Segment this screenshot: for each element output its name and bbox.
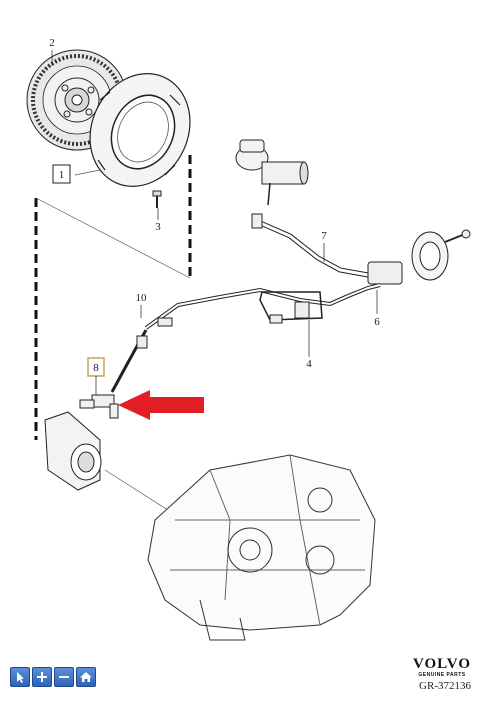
clutch-slave-cylinder <box>367 229 471 285</box>
callout-6[interactable]: 6 <box>374 290 380 328</box>
pressure-plate <box>89 73 191 187</box>
thin-leaders <box>35 169 216 541</box>
svg-text:6: 6 <box>374 316 380 328</box>
minus-icon <box>59 676 69 678</box>
hydraulic-hose-7 <box>251 213 369 278</box>
zoom-in-button[interactable] <box>32 667 52 687</box>
callout-3[interactable]: 3 <box>155 208 161 233</box>
concentric-slave-cylinder <box>44 411 102 491</box>
callout-7[interactable]: 7 <box>321 230 327 262</box>
svg-text:8: 8 <box>93 362 99 374</box>
svg-text:1: 1 <box>59 169 65 181</box>
home-icon <box>80 672 92 682</box>
svg-text:3: 3 <box>155 221 161 233</box>
svg-text:4: 4 <box>306 358 312 370</box>
red-pointer-arrow <box>118 390 204 420</box>
gearbox <box>147 454 376 641</box>
callout-8[interactable]: 8 <box>87 357 105 395</box>
svg-text:2: 2 <box>49 37 55 49</box>
svg-text:7: 7 <box>321 230 327 242</box>
bolt <box>152 190 162 208</box>
dashed-leaders <box>34 155 192 440</box>
figure-id: GR-372136 <box>419 680 471 692</box>
clutch-hose-10 <box>110 317 173 393</box>
callout-2[interactable]: 2 <box>49 37 55 66</box>
zoom-out-button[interactable] <box>54 667 74 687</box>
brand-block: VOLVO GENUINE PARTS <box>413 657 471 679</box>
select-tool-button[interactable] <box>10 667 30 687</box>
clutch-pipe <box>144 283 381 330</box>
volvo-logo: VOLVO <box>412 656 471 672</box>
cursor-arrow-icon <box>17 672 24 683</box>
plus-icon <box>37 672 47 682</box>
svg-text:10: 10 <box>136 292 148 304</box>
callout-4[interactable]: 4 <box>306 320 312 370</box>
home-button[interactable] <box>76 667 96 687</box>
callout-1[interactable]: 1 <box>52 164 71 184</box>
master-cylinder-reservoir <box>235 139 309 206</box>
t-connector <box>79 394 119 419</box>
callout-10[interactable]: 10 <box>136 292 148 318</box>
brand-tagline: GENUINE PARTS <box>418 672 466 678</box>
viewer-toolbar <box>10 667 96 687</box>
